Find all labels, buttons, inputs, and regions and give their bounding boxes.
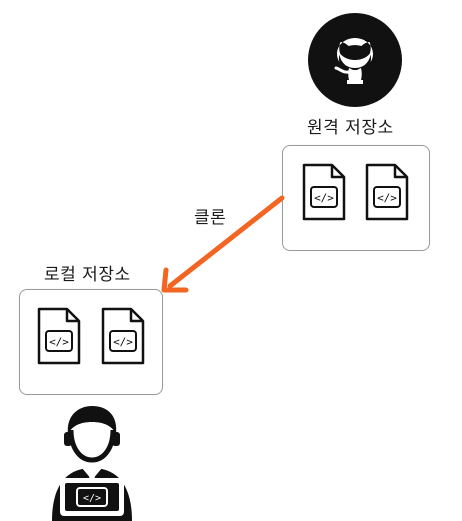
code-file-icon: </>: [37, 307, 81, 365]
github-icon: [307, 12, 403, 108]
local-repo-label: 로컬 저장소: [44, 265, 131, 285]
clone-arrow: [150, 190, 290, 300]
code-file-icon: </>: [101, 307, 145, 365]
local-repo-box: </> </>: [19, 289, 163, 395]
code-file-icon: </>: [302, 163, 346, 221]
developer-laptop-icon: </>: [50, 404, 134, 521]
code-glyph: </>: [314, 192, 334, 205]
remote-repo-label: 원격 저장소: [307, 118, 394, 138]
code-glyph: </>: [113, 336, 133, 349]
code-glyph: </>: [83, 493, 101, 504]
clone-label: 클론: [194, 208, 227, 228]
code-glyph: </>: [49, 336, 69, 349]
code-file-icon: </>: [365, 163, 409, 221]
code-glyph: </>: [377, 192, 397, 205]
remote-repo-box: </> </>: [282, 145, 430, 251]
